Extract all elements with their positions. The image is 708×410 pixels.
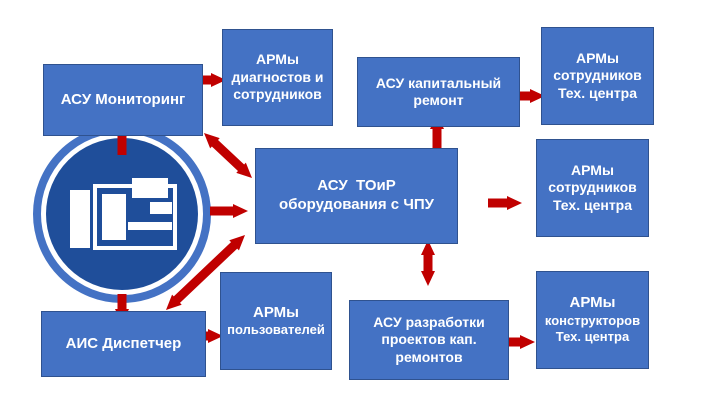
machine-panel xyxy=(102,194,126,240)
node-label: АСУ ТОиР оборудования с ЧПУ xyxy=(279,177,434,215)
node-arm-tech-center-mid: АРМы сотрудников Тех. центра xyxy=(536,139,649,237)
node-label-line: АРМы xyxy=(576,49,619,66)
node-label: АРМы диагностов и сотрудников xyxy=(231,51,323,104)
node-arm-users: АРМы пользователей xyxy=(220,272,332,370)
node-label-line: АРМы xyxy=(253,303,299,321)
node-label: АСУ капитальный ремонт xyxy=(376,75,501,110)
node-label: АРМы конструкторов Тех. центра xyxy=(545,294,640,345)
node-arm-diagnostics: АРМы диагностов и сотрудников xyxy=(222,29,333,126)
arrow-toir-to-tech-center xyxy=(488,196,522,210)
node-label-line: ремонтов xyxy=(395,348,463,365)
node-label: АИС Диспетчер xyxy=(66,335,182,354)
arrow-dispatcher-to-users xyxy=(206,329,223,343)
node-arm-tech-center-top: АРМы сотрудников Тех. центра xyxy=(541,27,654,125)
node-label-line: Тех. центра xyxy=(557,84,638,101)
node-asu-capital-projects: АСУ разработки проектов кап. ремонтов xyxy=(349,300,509,380)
node-asu-toir: АСУ ТОиР оборудования с ЧПУ xyxy=(255,148,458,244)
arrow-monitoring-toir xyxy=(204,133,252,178)
node-label-line: АСУ разработки xyxy=(373,313,485,330)
node-label-line: диагностов и xyxy=(231,68,324,85)
node-label-line: конструкторов xyxy=(544,313,641,329)
arrow-monitoring-to-diagnostics xyxy=(198,73,226,87)
arrow-capital-repair-to-tech-center xyxy=(516,89,545,103)
node-label-line: АИС Диспетчер xyxy=(65,334,182,352)
node-label-line: Тех. центра xyxy=(555,329,630,345)
node-label: АРМы пользователей xyxy=(227,304,325,339)
node-label: АСУ Мониторинг xyxy=(61,91,186,110)
node-label-line: пользователей xyxy=(227,322,325,338)
node-label-line: сотрудников xyxy=(233,86,322,103)
node-ais-dispatcher: АИС Диспетчер xyxy=(41,311,206,377)
node-label-line: АСУ Мониторинг xyxy=(60,90,186,108)
node-label-line: АРМы xyxy=(256,51,299,68)
node-label-line: АСУ ТОиР xyxy=(317,177,396,195)
node-label-line: оборудования с ЧПУ xyxy=(279,196,434,213)
arrow-dispatcher-toir xyxy=(166,235,245,310)
node-label-line: сотрудников xyxy=(553,67,642,84)
arrow-projects-to-designers xyxy=(507,335,535,349)
node-label-line: Тех. центра xyxy=(552,196,633,213)
node-label-line: проектов кап. xyxy=(381,331,477,348)
node-label-line: АРМы xyxy=(571,161,614,178)
node-label-line: АСУ капитальный xyxy=(375,74,502,91)
machine-spindle xyxy=(150,202,172,214)
machine-door xyxy=(70,190,90,248)
node-asu-capital-repair: АСУ капитальный ремонт xyxy=(357,57,520,127)
node-arm-designers: АРМы конструкторов Тех. центра xyxy=(536,271,649,369)
node-label: АРМы сотрудников Тех. центра xyxy=(548,162,637,215)
node-asu-monitoring: АСУ Мониторинг xyxy=(43,64,203,136)
node-label-line: АРМы xyxy=(569,294,616,312)
machine-head xyxy=(132,178,168,198)
machine-table xyxy=(128,222,172,230)
node-label-line: ремонт xyxy=(413,92,464,108)
node-label: АСУ разработки проектов кап. ремонтов xyxy=(373,314,484,367)
cnc-machine-icon xyxy=(33,125,211,303)
arrow-toir-capital-projects xyxy=(421,240,435,286)
node-label-line: сотрудников xyxy=(548,179,637,196)
arrow-circle-to-toir xyxy=(210,204,248,218)
node-label: АРМы сотрудников Тех. центра xyxy=(553,50,642,103)
